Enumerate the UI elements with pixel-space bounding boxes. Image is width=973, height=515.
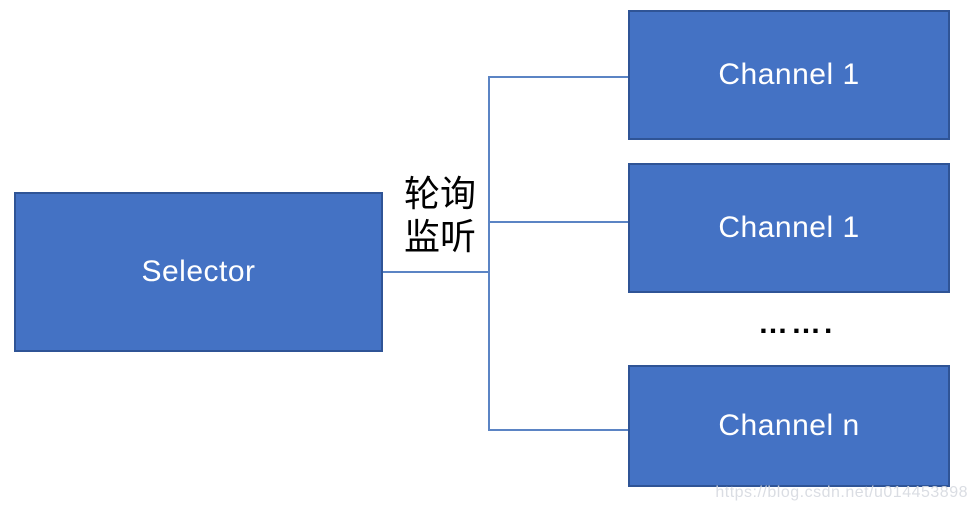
edge-label: 轮询 监听 (394, 172, 486, 258)
channel-2-label: Channel 1 (718, 211, 860, 244)
channel-n-label: Channel n (718, 409, 860, 442)
channel-2-node: Channel 1 (628, 163, 950, 293)
channel-n-node: Channel n (628, 365, 950, 487)
edge-label-line2: 监听 (403, 216, 476, 257)
connector-trunk (488, 76, 490, 431)
watermark-url: https://blog.csdn.net/u014453898 (715, 484, 968, 501)
connector-branch-channel-n (488, 429, 628, 431)
ellipsis-dots: ……. (758, 307, 836, 340)
channel-1-node: Channel 1 (628, 10, 950, 140)
edge-label-line1: 轮询 (403, 173, 476, 214)
selector-node: Selector (14, 192, 383, 352)
selector-label: Selector (141, 255, 256, 288)
connector-branch-channel-1 (488, 76, 628, 78)
channel-1-label: Channel 1 (718, 58, 860, 91)
connector-selector-to-trunk (383, 271, 489, 273)
connector-branch-channel-2 (488, 221, 628, 223)
